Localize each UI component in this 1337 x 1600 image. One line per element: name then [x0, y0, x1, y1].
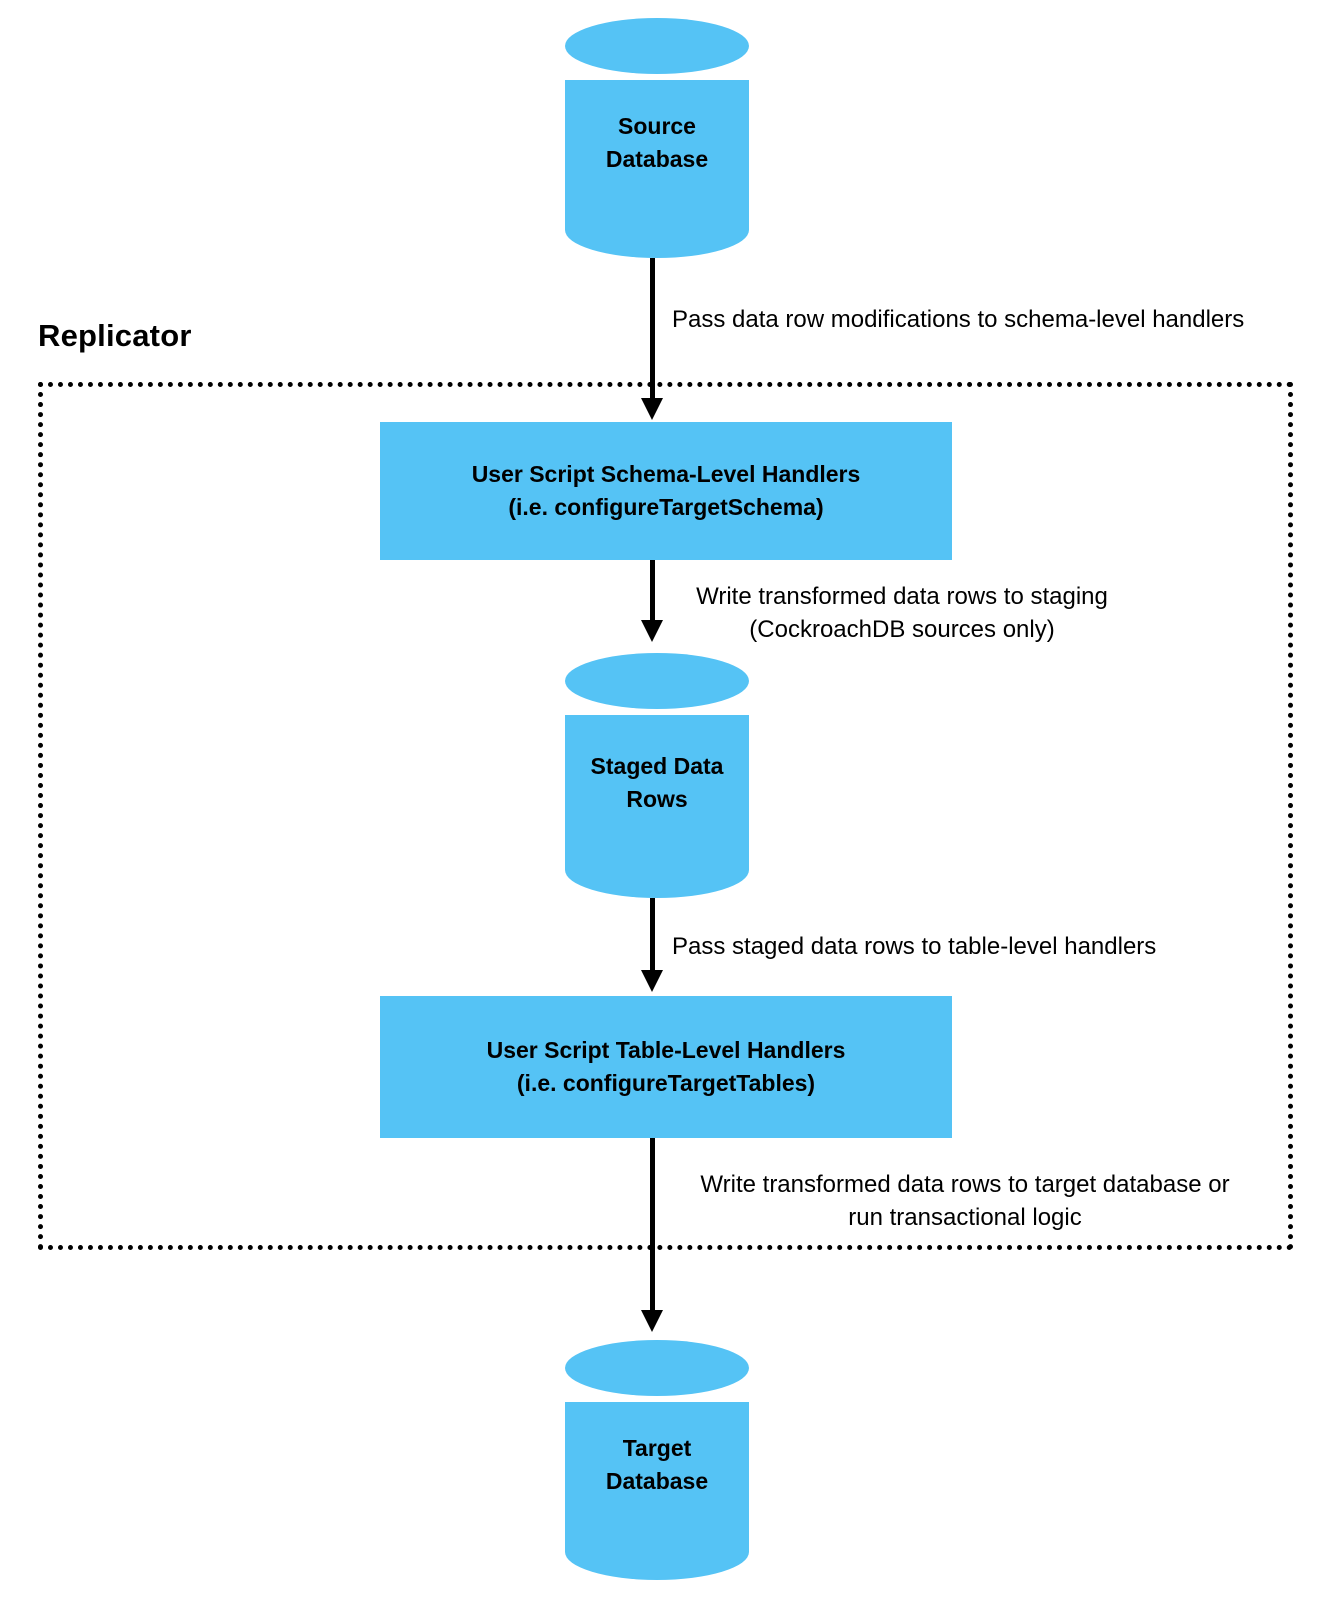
arrow-schema-to-staged-head	[641, 620, 663, 642]
schema-level-handlers-label: User Script Schema-Level Handlers (i.e. …	[471, 461, 861, 520]
node-target-database: Target Database	[565, 1340, 749, 1580]
arrow-staged-to-table-line	[650, 898, 655, 975]
arrow-source-to-schema-line	[650, 258, 655, 403]
arrow-schema-to-staged-line	[650, 560, 655, 625]
arrow-source-to-schema-head	[641, 398, 663, 420]
arrow-table-to-target-line	[650, 1138, 655, 1316]
staged-data-rows-label: Staged Data Rows	[590, 753, 724, 812]
node-staged-data-rows: Staged Data Rows	[565, 653, 749, 898]
target-database-cylinder-body	[565, 1402, 749, 1580]
edge-label-source-to-schema: Pass data row modifications to schema-le…	[672, 306, 1245, 333]
source-database-label: Source Database	[605, 113, 709, 172]
target-database-label: Target Database	[605, 1435, 709, 1494]
edge-label-schema-to-staged: Write transformed data rows to staging (…	[696, 583, 1108, 644]
staged-data-rows-cylinder-body	[565, 715, 749, 898]
table-level-handlers-label: User Script Table-Level Handlers (i.e. c…	[486, 1037, 846, 1096]
arrow-staged-to-table-head	[641, 970, 663, 992]
replicator-boundary-label: Replicator	[38, 318, 192, 353]
node-source-database: Source Database	[565, 18, 749, 258]
source-database-cylinder-body	[565, 80, 749, 258]
source-database-cylinder-top	[565, 18, 749, 74]
staged-data-rows-cylinder-top	[565, 653, 749, 709]
edge-label-staged-to-table: Pass staged data rows to table-level han…	[672, 933, 1157, 960]
arrow-table-to-target-head	[641, 1310, 663, 1332]
node-schema-level-handlers: User Script Schema-Level Handlers (i.e. …	[380, 422, 952, 560]
target-database-cylinder-top	[565, 1340, 749, 1396]
node-table-level-handlers: User Script Table-Level Handlers (i.e. c…	[380, 996, 952, 1138]
edge-label-table-to-target: Write transformed data rows to target da…	[700, 1171, 1230, 1232]
